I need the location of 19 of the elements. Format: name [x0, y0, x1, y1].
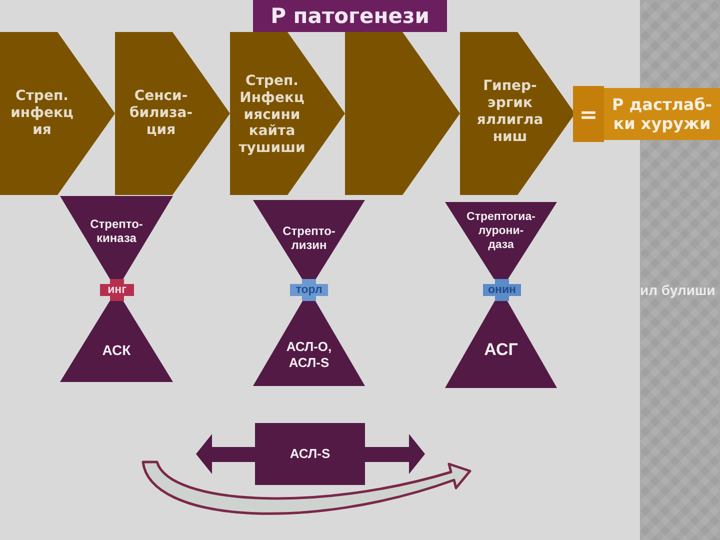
chevron-shape: Стреп. Инфекциясини кайта тушиши [230, 32, 345, 195]
label-banner: Р дастлаб-ки хуружи [604, 88, 720, 140]
triangle: АСГ [445, 301, 557, 388]
double-arrow-callout: АСЛ-S [196, 423, 425, 485]
chevron-shape: Стреп. инфекция [0, 32, 115, 195]
label-fragment: торл [290, 279, 328, 301]
inverted-triangle: Стрепто-лизин [253, 200, 365, 279]
label-fragment: ил булиши [640, 281, 716, 299]
chevron-shape [345, 32, 460, 195]
label-fragment: онин [483, 279, 521, 301]
chevron-shape: Гипер-эргик яллигланиш [460, 32, 575, 195]
label-fragment: инг [100, 279, 134, 301]
inverted-triangle: Стрепто-киназа [60, 196, 173, 279]
triangle: АСК [60, 301, 173, 382]
triangle: АСЛ-О, АСЛ-S [253, 301, 365, 386]
equals-tile: = [573, 86, 604, 142]
chevron-shape: Сенси-билиза-ция [115, 32, 230, 195]
inverted-triangle: Стрептогиа-лурони-даза [445, 202, 557, 279]
title-banner: Р патогенези [253, 0, 447, 32]
